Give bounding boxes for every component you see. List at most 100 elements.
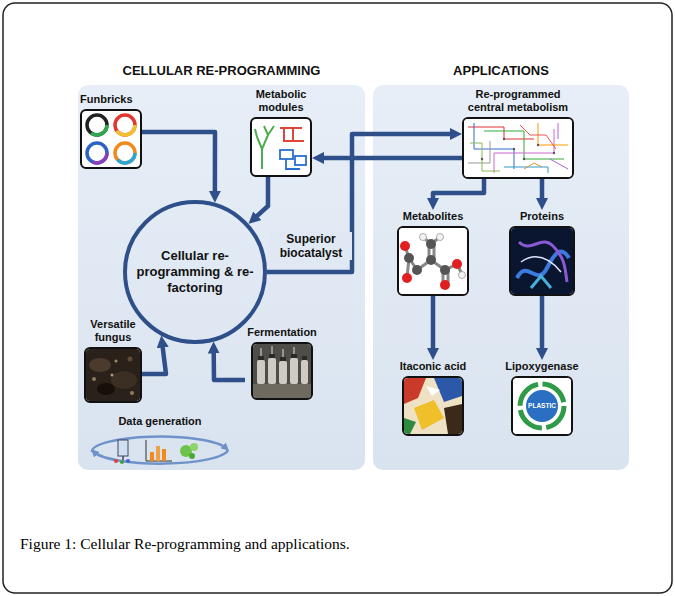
fungus-photo <box>111 371 137 389</box>
metabolic-map <box>520 125 556 149</box>
pathway-sketch <box>286 159 300 169</box>
itaconic-application-photo <box>426 386 440 396</box>
pathway-sketch <box>280 150 293 159</box>
fraction-collector-icon <box>120 460 124 464</box>
fungus-photo <box>86 349 140 401</box>
metabolic-map <box>503 138 505 140</box>
funbricks-rings <box>82 111 140 167</box>
bioreactor-photo <box>253 344 311 398</box>
picture-frame: PLASTIC <box>511 376 573 436</box>
molecule-model <box>420 234 427 241</box>
molecule-model <box>440 265 450 275</box>
funbricks-rings <box>87 115 107 135</box>
image-box: Re-programmed central metabolism <box>462 88 574 179</box>
pathway-sketch <box>252 119 310 175</box>
funbricks-rings <box>87 143 107 163</box>
itaconic-application-photo <box>414 400 444 430</box>
fungus-photo <box>130 391 134 395</box>
box-heading: Metabolites <box>391 210 475 223</box>
box-heading: Itaconic acid <box>391 360 475 373</box>
figure-frame <box>3 3 672 593</box>
region-panel: CELLULAR RE-PROGRAMMINGFunbricks Metabol… <box>78 85 365 470</box>
fungus-photo <box>128 357 133 362</box>
recycling-logo <box>520 384 564 428</box>
cycle-loop <box>92 437 228 464</box>
molecule-model <box>426 239 436 249</box>
protein-structure <box>521 257 561 272</box>
cell-icon <box>190 443 198 451</box>
metabolic-map <box>464 119 572 177</box>
label-holder: Data generation <box>110 415 210 428</box>
chart-icon <box>162 449 166 461</box>
fraction-collector-icon <box>118 440 128 456</box>
molecule-model <box>459 272 466 279</box>
picture-frame <box>250 117 312 177</box>
arrow-label: Superior biocatalyst <box>270 232 352 260</box>
cycle-label: Cellular re-programming & re-factoring <box>133 248 257 296</box>
box-heading: Proteins <box>500 210 584 223</box>
funbricks-rings <box>87 115 107 135</box>
molecule-model <box>404 253 414 263</box>
metabolic-map <box>513 148 515 150</box>
box-heading: Lipoxygenase <box>500 360 584 373</box>
itaconic-application-photo <box>404 378 462 434</box>
cell-icon <box>189 453 195 459</box>
metabolic-map <box>464 119 572 177</box>
image-box: Lipoxygenase PLASTIC <box>500 360 584 436</box>
bioreactor-photo <box>268 358 276 384</box>
itaconic-application-photo <box>404 378 426 404</box>
picture-frame <box>80 109 142 169</box>
molecule-model <box>400 241 410 251</box>
fungus-photo <box>115 360 118 363</box>
cycle-loop <box>94 450 228 464</box>
cycle-loop <box>92 437 226 452</box>
image-box: Metabolic modules <box>250 88 312 177</box>
image-box: Proteins <box>500 210 584 296</box>
itaconic-application-photo <box>404 378 462 434</box>
metabolic-map <box>523 158 525 160</box>
fungus-photo <box>92 377 96 381</box>
bioreactor-photo <box>253 344 311 398</box>
funbricks-rings <box>115 115 135 135</box>
image-box: Itaconic acid <box>391 360 475 436</box>
bioreactor-photo <box>257 358 308 384</box>
molecule-model <box>404 239 450 275</box>
picture-frame <box>509 226 575 296</box>
flow-arrow <box>142 132 215 192</box>
image-box: Versatile fungus <box>84 318 142 403</box>
fungus-photo <box>89 358 111 372</box>
bioreactor-photo <box>261 346 294 357</box>
metabolic-map <box>537 144 539 146</box>
logo-text: PLASTIC <box>528 402 556 410</box>
molecule-model <box>452 259 462 269</box>
picture-frame <box>462 117 574 179</box>
molecule-model <box>405 237 462 284</box>
funbricks-rings <box>115 143 135 163</box>
molecule-model <box>437 234 444 241</box>
bioreactor-photo <box>258 356 264 360</box>
chart-icon <box>146 440 172 461</box>
image-box: Fermentation <box>245 326 319 400</box>
panel-title: APPLICATIONS <box>373 63 629 79</box>
bioreactor-photo <box>302 356 307 360</box>
molecule-model <box>399 228 467 294</box>
funbricks-rings <box>87 143 107 163</box>
protein-structure <box>511 228 573 294</box>
picture-frame <box>251 342 313 400</box>
cell-icon <box>180 445 192 457</box>
fungus-photo <box>111 374 114 377</box>
metabolic-map <box>481 158 483 160</box>
image-box: Metabolites <box>391 210 475 296</box>
molecule-model <box>402 273 412 283</box>
recycling-logo <box>526 390 558 422</box>
metabolic-map <box>494 129 554 173</box>
flow-arrow <box>323 156 462 161</box>
funbricks-rings <box>115 143 135 163</box>
recycling-logo <box>513 378 571 434</box>
flow-arrow <box>431 296 436 349</box>
panel-title: CELLULAR RE-PROGRAMMING <box>78 63 365 79</box>
metabolic-map <box>538 123 568 145</box>
bioreactor-photo <box>290 358 298 384</box>
